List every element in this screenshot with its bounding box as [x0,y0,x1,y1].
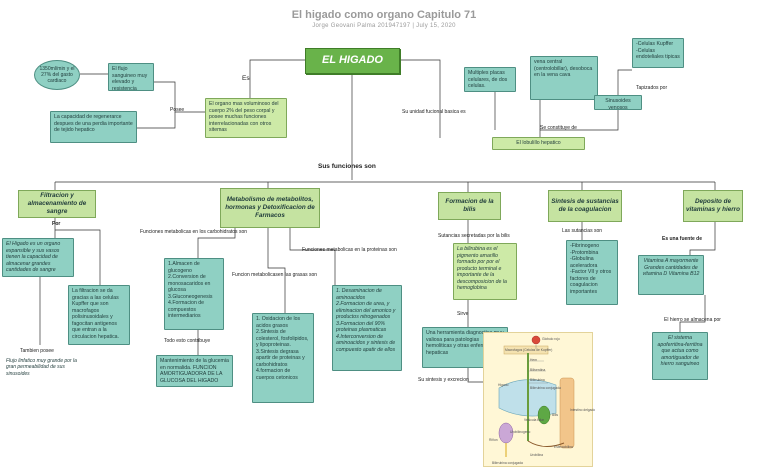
illus-label-2: Hem [530,358,537,362]
page-subtitle: Jorge Geovani Palma 201947197 | July 15,… [312,23,456,29]
lobulillo-box: El lobulillo hepatico [492,137,585,150]
filtracion-head: Filtracion y almacenamiento de sangre [18,190,96,218]
main-topic: EL HIGADO [305,48,400,74]
label-carbohidratos: Funciones metabolicas en los carbohidrat… [140,229,248,235]
illus-label-6: Higado [498,383,509,387]
label-sintesis: Su sintesis y excrecion [418,377,469,383]
liver-diagram-icon [498,335,575,457]
label-tapizados: Tapizados por [636,85,668,91]
label-unidad: Su unidad fucional basica es [402,109,466,115]
kupffer-box: -Celulas Kupffer -Celulas endoteliales t… [632,38,684,68]
mantenimiento-box: Mantenimiento de la glucemia en normalid… [156,355,233,387]
label-secretadas: Sutancias secretadas por la bilis [438,233,510,239]
carbohidratos-box: 1.Almacen de glucogeno 2.Conversion de m… [164,258,224,330]
illus-label-12: Riñon [489,438,498,442]
label-hierro: El hierro se almacena por [664,317,721,323]
bilis-head: Formacion de la bilis [438,192,501,220]
bilirubin-illustration: Globulo rojo Macrofagos (Celulas de Kupf… [483,332,596,467]
illus-label-0: Globulo rojo [542,337,560,341]
illus-label-11: Estercobilina [554,445,573,449]
label-proteinas: Funciones metabolicas en la proteinas so… [302,247,397,253]
flujo-ellipse: 1350ml/min y el 27% del gasto cardiaco [34,60,80,90]
label-fuente: Es una fuente de [662,236,703,242]
illus-label-13: Urobilina [530,453,544,457]
illus-label-4: Bilirrubina [530,378,545,382]
coagulacion-box: -Fibrinogeno -Protombina -Globulina acel… [566,240,618,305]
illus-label-7: Vesicula biliar [524,418,545,422]
page-title: El higado como organo Capitulo 71 [291,9,477,21]
label-por: Por [52,221,61,227]
capacidad-box: La capacidad de regenerarce despues de u… [50,111,137,143]
illus-label-1: Macrofagos (Celulas de Kupffer) [505,348,553,352]
organo-box: El organo mas voluminoso del cuerpo 2% d… [205,98,287,138]
multiples-box: Multiples placas celulares, de dos celul… [464,67,516,92]
flujo-box: El flujo sanguineo muy elevado y resiste… [108,63,154,91]
filtracion-box2: La filtracion se da gracias a las celula… [68,285,130,345]
deposito-head: Deposito de vitaminas y hierro [683,190,743,222]
illus-label-10: Bilis [552,413,559,417]
label-sirve: Sirve [457,311,469,317]
sinusoides-box: Sinusoides venosos [594,95,642,110]
grasas-box: 1. Oxidacion de los acidos grasos 2.Sint… [252,313,314,403]
filtracion-box1: El Higado es un organo expansible y sus … [2,238,74,277]
label-sustancias: Las sutancias son [562,228,603,234]
label-constituye: Se constituye de [540,125,577,131]
illus-label-9: Urobilinogeno [510,430,531,434]
label-funciones: Sus funciones son [318,163,376,170]
illus-label-3: Biliverdina [530,368,546,372]
metabolismo-head: Metabolismo de metabolitos, hormonas y D… [220,188,320,228]
illus-label-8: Intestino delgado [570,408,596,412]
bilirrubina-box: La bilirubina es el pigmento amarillo fo… [453,243,517,300]
flujo-linfatico: Flujo linfatico muy grande por la gran p… [6,358,77,377]
label-grasas: Funcion metabolicasen las grasas son [232,272,318,278]
vena-box: vena central (centrolobillar), desoboca … [530,56,598,100]
proteinas-box: 1. Desaminacion de aminoacidos 2.Formaci… [332,285,402,371]
label-posee: Posee [170,107,185,113]
vitaminas-box: Vitamina A mayormente Grandes cantidades… [638,255,704,295]
apoferritina-box: El sistema apoferritina-ferritina que ac… [652,332,708,380]
illus-label-14: Bilirrubina conjugada [492,461,523,465]
illus-label-5: Bilirrubina conjugada [530,386,561,390]
label-tambien: Tambien posee [20,348,54,354]
label-contribuye: Todo esto contribuye [164,338,211,344]
coagulacion-head: Sintesis de sustancias de la coagulacion [548,190,622,222]
label-es: Es [242,75,250,82]
